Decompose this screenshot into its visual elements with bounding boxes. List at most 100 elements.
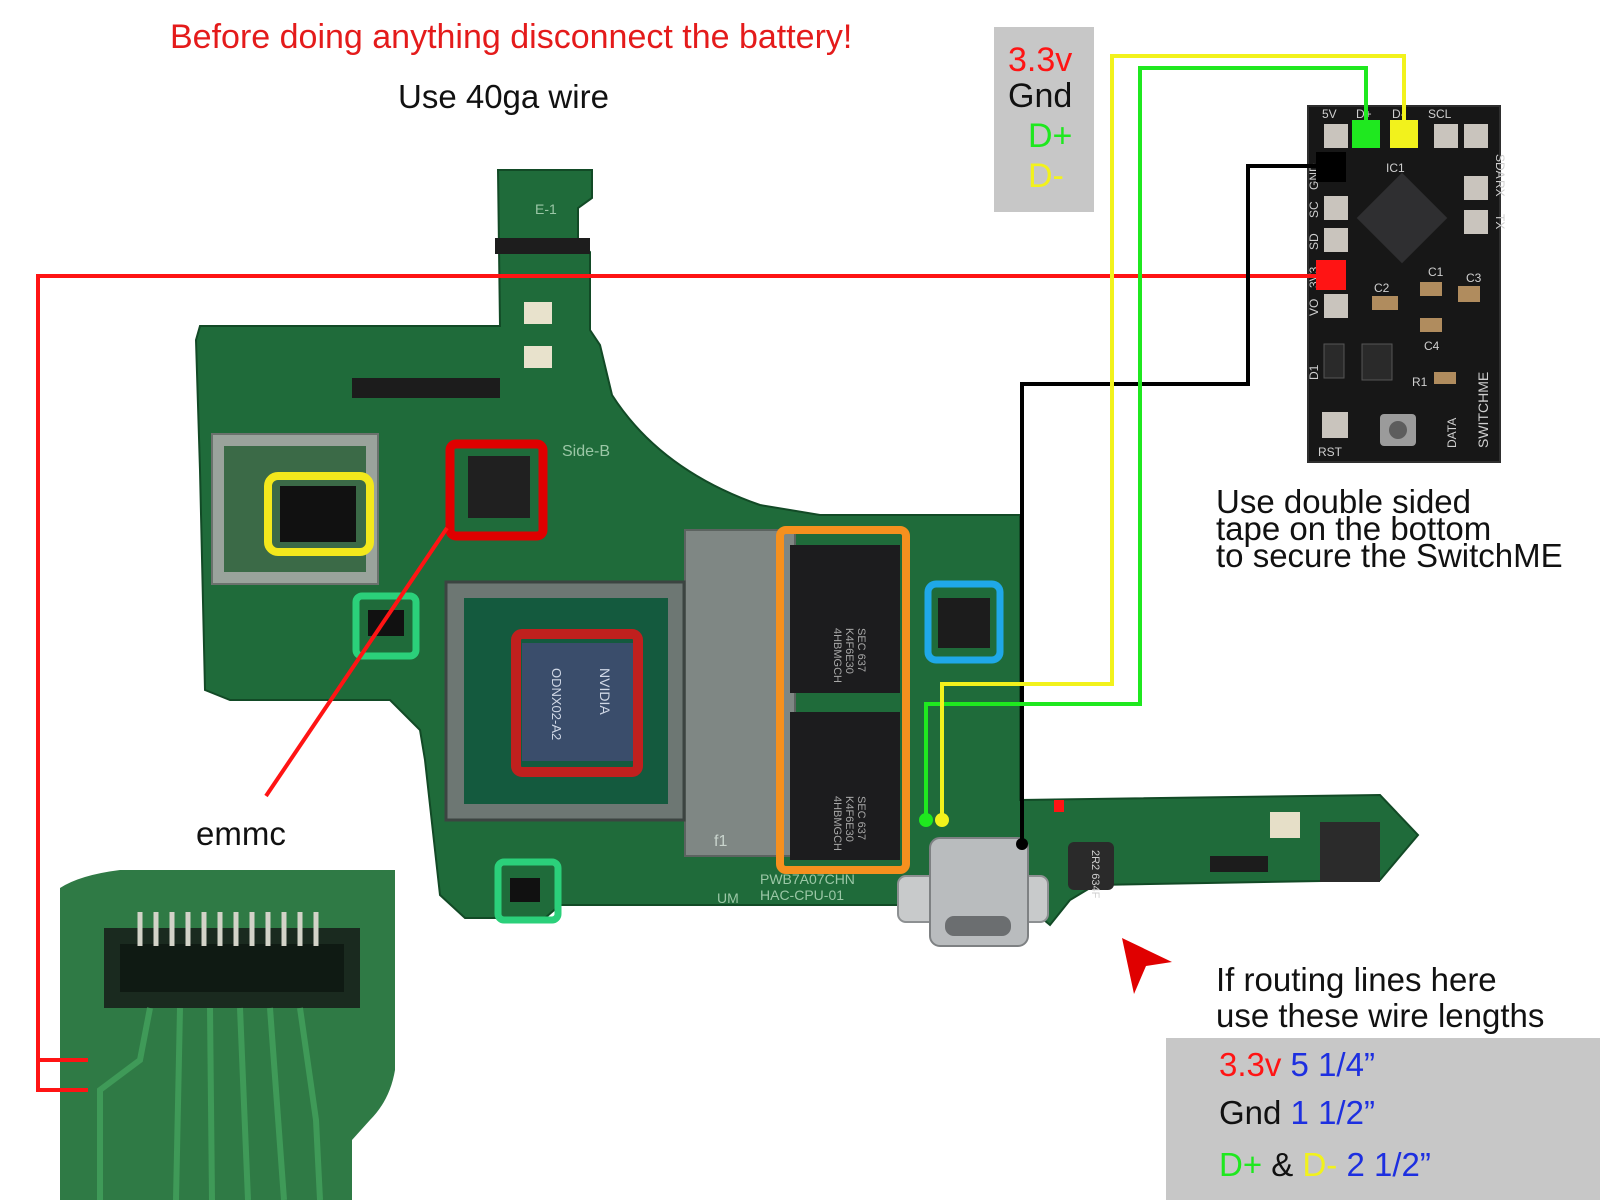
switchme-c3-label: C3: [1466, 271, 1482, 285]
legend-dplus: D+: [1028, 117, 1072, 156]
switchme-pin-sd: SD: [1307, 233, 1321, 250]
switchme-pin-5v: 5V: [1322, 107, 1337, 121]
silk-cpu: HAC-CPU-01: [760, 887, 844, 903]
switchme-button-knob: [1389, 421, 1407, 439]
length-dminus-label: D-: [1302, 1146, 1337, 1183]
switchme-c2-label: C2: [1374, 281, 1390, 295]
length-row-gnd: Gnd 1 1/2”: [1219, 1094, 1375, 1132]
switchme-pin-dplus: D+: [1356, 107, 1372, 121]
switchme-data-label: DATA: [1445, 418, 1459, 448]
switchme-cap-c1: [1420, 282, 1442, 296]
switchme-pad-sd: [1324, 228, 1348, 252]
length-3v3-value: 5 1/4”: [1291, 1046, 1375, 1083]
switchme-pad-rst: [1322, 412, 1348, 438]
yellow-chip: [280, 486, 356, 542]
switchme-r1-label: R1: [1412, 375, 1428, 389]
silk-f1: f1: [714, 833, 727, 850]
routing-arrow-icon: [1122, 938, 1172, 994]
soc-label-part: ODNX02-A2: [549, 668, 564, 740]
connector-right-3: [1210, 856, 1268, 872]
small-chip-green-1: [368, 610, 404, 636]
legend-gnd: Gnd: [1008, 77, 1072, 116]
soc-die: [522, 643, 634, 761]
length-row-3v3: 3.3v 5 1/4”: [1219, 1046, 1375, 1084]
routing-note: If routing lines here use these wire len…: [1216, 962, 1544, 1034]
switchme-pad-sc: [1324, 196, 1348, 220]
pad-gnd-switchme: [1316, 152, 1346, 182]
switchme-cap-c2: [1372, 296, 1398, 310]
switchme-pin-vo: VO: [1307, 299, 1321, 316]
switchme-cap-c4: [1420, 318, 1442, 332]
small-red-marker: [1054, 800, 1064, 812]
emmc-connector: [468, 456, 530, 518]
ram-2-line-1: SEC 637: [855, 796, 867, 840]
routing-note-line-2: use these wire lengths: [1216, 998, 1544, 1034]
inductor-label: 2R2 634F: [1089, 850, 1101, 899]
tape-note-line-3: to secure the SwitchME: [1216, 542, 1563, 569]
ram-1-line-3: 4HBMGCH: [831, 628, 843, 683]
routing-note-line-1: If routing lines here: [1216, 962, 1544, 998]
switchme-pin-sda: SDA: [1493, 154, 1507, 179]
connector-e1: [495, 238, 590, 254]
switchme-pad-scl: [1434, 124, 1458, 148]
switchme-c4-label: C4: [1424, 339, 1440, 353]
switchme-pad-vo: [1324, 294, 1348, 318]
silk-side-b: Side-B: [562, 443, 610, 460]
switchme-d1-label: D1: [1307, 364, 1321, 380]
silk-um: UM: [717, 890, 739, 906]
soc-label-brand: NVIDIA: [597, 668, 613, 715]
closeup-pcb: [60, 870, 395, 1200]
switchme-d1: [1324, 344, 1344, 378]
wire-length-box: 3.3v 5 1/4” Gnd 1 1/2” D+ & D- 2 1/2”: [1166, 1038, 1600, 1200]
switchme-pin-scl: SCL: [1428, 107, 1452, 121]
length-amp: &: [1271, 1146, 1293, 1183]
pad-dplus-switchme: [1352, 120, 1380, 148]
legend-dminus: D-: [1028, 157, 1064, 196]
switchme-pin-sc: SC: [1307, 201, 1321, 218]
switchme-pad-tx: [1464, 210, 1488, 234]
pad-dplus-board: [919, 813, 933, 827]
connector-small-2: [524, 346, 552, 368]
connector-ribbon-top: [352, 378, 500, 398]
ram-1-line-1: SEC 637: [855, 628, 867, 672]
usb-c-opening: [945, 916, 1011, 936]
connector-right-2: [1320, 822, 1380, 882]
switchme-pad-rx: [1464, 176, 1488, 200]
connector-right-1: [1270, 812, 1300, 838]
pin-color-legend: 3.3v Gnd D+ D-: [994, 27, 1094, 212]
wire-gauge-note: Use 40ga wire: [398, 78, 609, 116]
pad-gnd-board: [1016, 838, 1028, 850]
switchme-cap-c3: [1458, 286, 1480, 302]
switchme-c1-label: C1: [1428, 265, 1444, 279]
switchme-pin-rx: RX: [1493, 180, 1507, 197]
ram-2-line-2: K4F6E30: [843, 796, 855, 842]
small-chip-green-2: [510, 878, 540, 902]
length-gnd-value: 1 1/2”: [1291, 1094, 1375, 1131]
length-gnd-label: Gnd: [1219, 1094, 1281, 1131]
switchme-rst-label: RST: [1318, 445, 1343, 459]
closeup-connector-inner: [120, 944, 344, 992]
switchme-pin-tx: TX: [1493, 214, 1507, 229]
switchme-pad-5v: [1324, 124, 1348, 148]
silk-e1: E-1: [535, 201, 557, 217]
pad-3v3-switchme: [1316, 260, 1346, 290]
tape-note: Use double sided tape on the bottom to s…: [1216, 488, 1563, 569]
length-dplus-label: D+: [1219, 1146, 1262, 1183]
length-row-data: D+ & D- 2 1/2”: [1219, 1146, 1431, 1184]
ram-2-line-3: 4HBMGCH: [831, 796, 843, 851]
switchme-brand-label: SWITCHME: [1475, 372, 1491, 448]
emmc-closeup-photo: [60, 870, 395, 1200]
switchme-r1: [1434, 372, 1456, 384]
small-chip-blue: [938, 598, 990, 648]
length-3v3-label: 3.3v: [1219, 1046, 1281, 1083]
pad-dminus-board: [935, 813, 949, 827]
length-data-value: 2 1/2”: [1346, 1146, 1430, 1183]
switchme-pad-sda: [1464, 124, 1488, 148]
emmc-label: emmc: [196, 815, 286, 853]
switchme-ic-label: IC1: [1386, 161, 1405, 175]
legend-3v3: 3.3v: [1008, 41, 1072, 80]
warning-text: Before doing anything disconnect the bat…: [170, 18, 852, 57]
switchme-reg: [1362, 344, 1392, 380]
connector-small-1: [524, 302, 552, 324]
ram-1-line-2: K4F6E30: [843, 628, 855, 674]
